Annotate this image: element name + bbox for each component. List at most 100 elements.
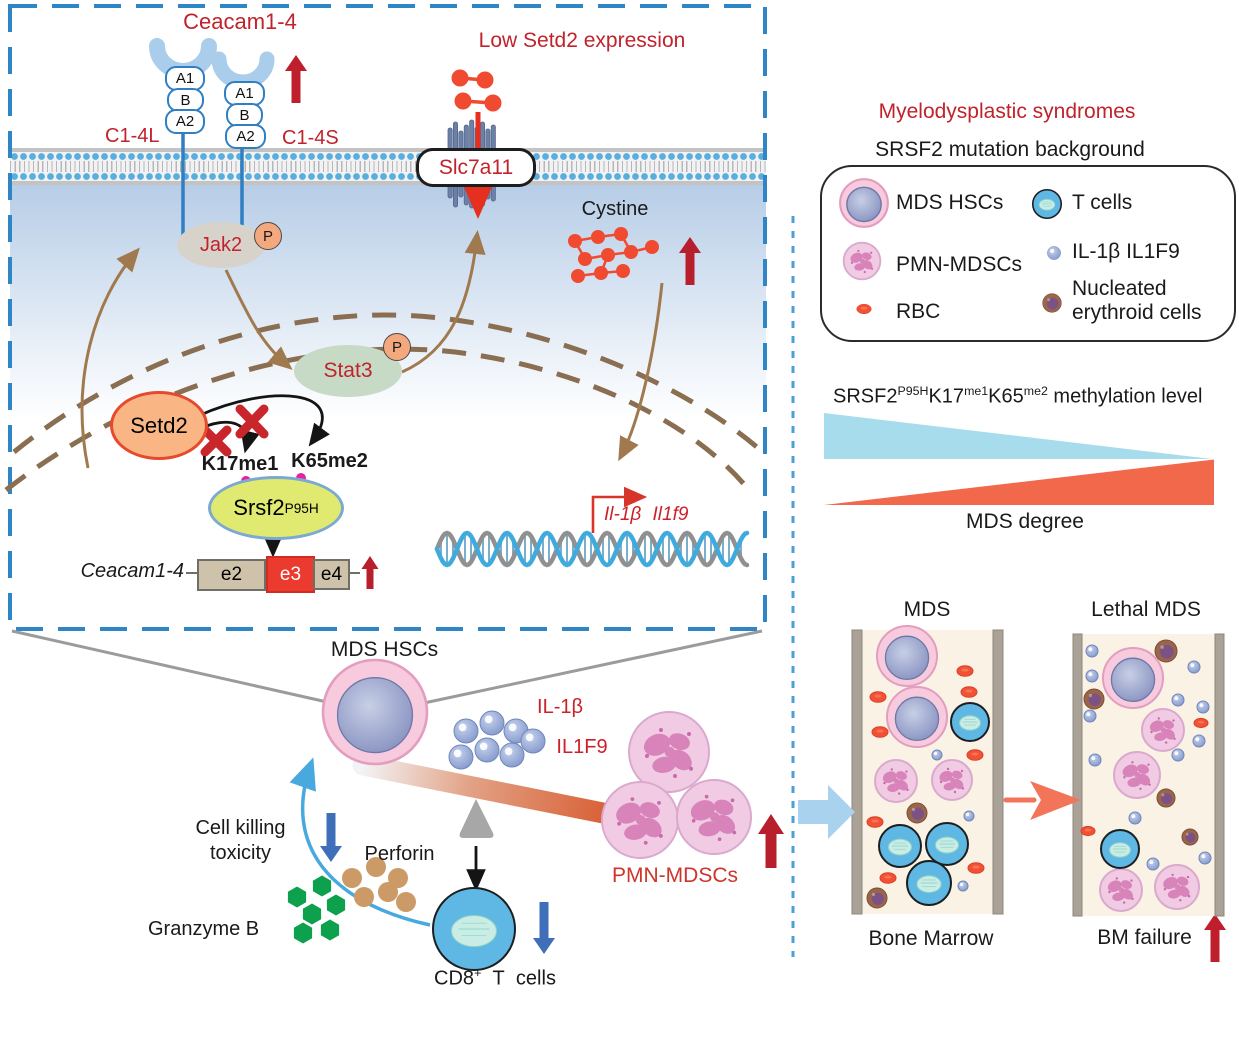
methyl-p1-sup: P95H [897,384,929,398]
perforin-dots-icon [342,857,416,912]
rbc-cell-icon [871,726,889,738]
dot-cell-icon [479,710,505,736]
dot-cell-icon [957,880,969,892]
nucleated-erythroid-icon [1042,293,1062,313]
t-cell-icon [432,887,516,971]
cell-killing-line1: Cell killing [195,817,286,839]
ceacam-title: Ceacam1-4 [183,9,297,34]
dot-cell-icon [1196,700,1210,714]
promoter-arrow-icon [591,486,648,533]
granzyme-b-hexagons-icon [287,875,346,944]
dot-cell-icon [1187,660,1201,674]
hsc-cell-icon [321,658,429,766]
methylation-triangle-icon [824,413,1212,459]
cell-killing-label: Cell killing toxicity [178,816,303,866]
dot-cell-icon [1171,748,1185,762]
right-panel-title: Myelodysplastic syndromes [878,100,1136,123]
hsc-cell-icon [876,625,938,687]
up-arrow-icon [361,556,379,589]
rbc-cell-icon [966,749,984,761]
membrane-strip [10,181,766,185]
down-arrow-icon [320,813,342,862]
methyl-p1: SRSF2 [833,385,898,408]
domain-a2: A2 [165,109,205,134]
dot-cell-icon [1198,851,1212,865]
up-arrow-icon [285,55,307,103]
exon-e2: e2 [197,559,266,591]
methyl-p2: K17 [928,385,965,408]
rbc-cell-icon [856,303,872,315]
marrow-wall [992,629,1004,915]
hsc-cell-icon [886,686,948,748]
arrow-stat3-to-slc7a11 [401,230,486,374]
ne-cell-icon [906,802,928,824]
legend-label-rbc: RBC [896,300,941,323]
membrane-strip [10,148,766,152]
legend-label-mds-hscs: MDS HSCs [896,191,1004,214]
trend-arrows [285,55,1226,962]
callout-line [11,629,328,704]
dot-cell-icon [448,744,474,770]
dot-cell-icon [1088,753,1102,767]
dot-cell-icon [1047,246,1061,260]
methyl-p3: K65 [988,385,1024,408]
pmn-cell-icon [931,759,973,801]
isoform-short-label: C1-4S [282,127,339,149]
cell-killing-line2: toxicity [209,842,272,864]
legend-box: MDS HSCs T cells PMN-MDSCs IL-1β IL1F9 R… [820,165,1236,342]
hsc-cell-icon [1102,647,1164,709]
marrow-wall [851,629,863,915]
hsc-cell-icon [839,178,889,228]
t-cell-icon [1100,829,1140,869]
mds-hsc-icon [839,178,889,228]
arrow-cystine-to-dna [618,282,664,462]
signal-arrows [80,230,664,469]
methyl-p2-sup: me1 [964,384,989,398]
dot-cell-icon [1171,693,1185,707]
pmn-cell-icon [628,711,710,793]
k17me1-label: K17me1 [201,453,279,475]
nuclear-membrane-arcs [4,312,760,496]
methyl-p3-sup: me2 [1023,384,1048,398]
cd8-to-hsc-arrow [289,757,431,927]
dot-cell-icon [1128,811,1142,825]
gene-name-label: Ceacam1-4 [80,560,184,582]
bm-failure-caption: BM failure [1097,926,1192,949]
ne-cell-icon [866,887,888,909]
dna-helix-icon [434,530,750,568]
pmn-cell-icon [1141,708,1185,752]
srsf2-mutation-sup: P95H [284,500,319,516]
marrow-wall [1214,633,1225,917]
pmn-cell-icon [1154,864,1200,910]
isoform-long-label: C1-4L [105,125,160,147]
blocked-x-icon [200,404,269,457]
setd2-protein: Setd2 [110,391,208,460]
cell-membrane [10,148,766,185]
up-arrow-icon [679,237,701,285]
dot-cell-icon [520,728,546,754]
rbc-cell-icon [967,862,985,874]
phospho-badge: P [383,333,411,361]
cystine-molecules-icon [568,227,659,283]
dot-cell-icon [1085,669,1099,683]
marrow-wall [1072,633,1083,917]
membrane-lipid-tails [10,161,766,172]
dot-cell-icon [1083,709,1097,723]
mds-column-title: MDS [903,598,951,621]
rbc-cell-icon [866,816,884,828]
pmn-cell-icon [874,759,918,803]
receptor-cup-icon [211,51,275,90]
rbc-icon [856,303,872,315]
dot-cell-icon [499,742,525,768]
bottom-cells [321,658,752,971]
exon-e3: e3 [266,556,315,593]
import-red-arrowhead-icon [464,187,492,219]
mds-degree-triangle-icon [824,459,1214,505]
cystine-label: Cystine [581,198,649,220]
jak2-protein: Jak2 [177,222,265,268]
slc7a11-label: Slc7a11 [416,148,536,187]
low-setd2-label: Low Setd2 expression [478,29,686,52]
methylation-level-label: SRSF2P95HK17me1K65me2 methylation level [833,384,1202,410]
pmn-cell-icon [1099,868,1143,912]
mds-degree-label: MDS degree [966,510,1084,533]
